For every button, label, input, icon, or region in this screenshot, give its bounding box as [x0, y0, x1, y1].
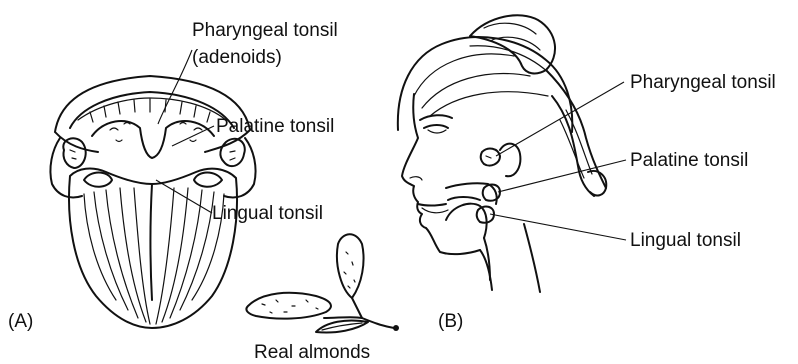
panel-a-tag: (A)	[8, 311, 33, 333]
almonds-caption: Real almonds	[254, 342, 370, 364]
label-b-lingual-tonsil: Lingual tonsil	[630, 230, 741, 252]
leader-a-lingual	[156, 180, 212, 213]
stem-tip	[393, 325, 399, 331]
label-a-lingual-tonsil: Lingual tonsil	[212, 203, 323, 225]
leader-b-lingual	[490, 214, 626, 240]
leader-a-palatine	[172, 126, 214, 146]
head-profile-illustration	[398, 15, 606, 292]
label-a-palatine-tonsil: Palatine tonsil	[216, 116, 334, 138]
leader-b-pharyngeal	[496, 82, 624, 156]
label-b-palatine-tonsil: Palatine tonsil	[630, 150, 748, 172]
leader-a-pharyngeal	[158, 50, 192, 124]
mouth-illustration	[50, 76, 255, 328]
label-a-pharyngeal-tonsil: Pharyngeal tonsil	[192, 20, 338, 42]
label-a-adenoids: (adenoids)	[192, 47, 282, 69]
almond-sprig-illustration	[246, 234, 399, 332]
panel-b-tag: (B)	[438, 311, 463, 333]
label-b-pharyngeal-tonsil: Pharyngeal tonsil	[630, 72, 776, 94]
